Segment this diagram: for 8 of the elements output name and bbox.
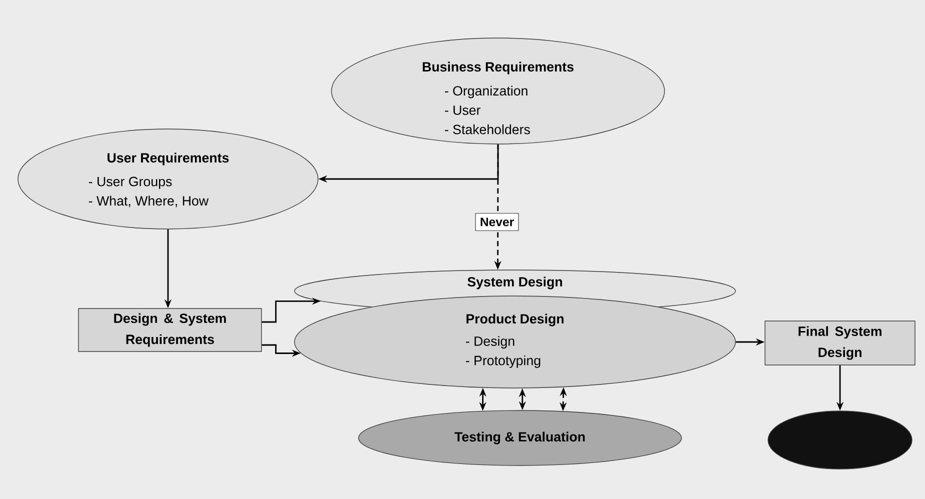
oval-node: User Requirements - User Groups - What, Where, How	[18, 128, 318, 230]
oval-node: Business Requirements - Organization - User - Stakeholders	[331, 38, 665, 144]
filled-ellipse	[768, 410, 912, 470]
oval-node: Testing & Evaluation	[358, 410, 682, 466]
oval-node: Product Design - Design - Prototyping	[294, 296, 736, 388]
process-box: Design & System Requirements	[78, 308, 262, 352]
edge-label: Never	[475, 212, 519, 232]
process-box: Final System Design	[764, 320, 916, 366]
